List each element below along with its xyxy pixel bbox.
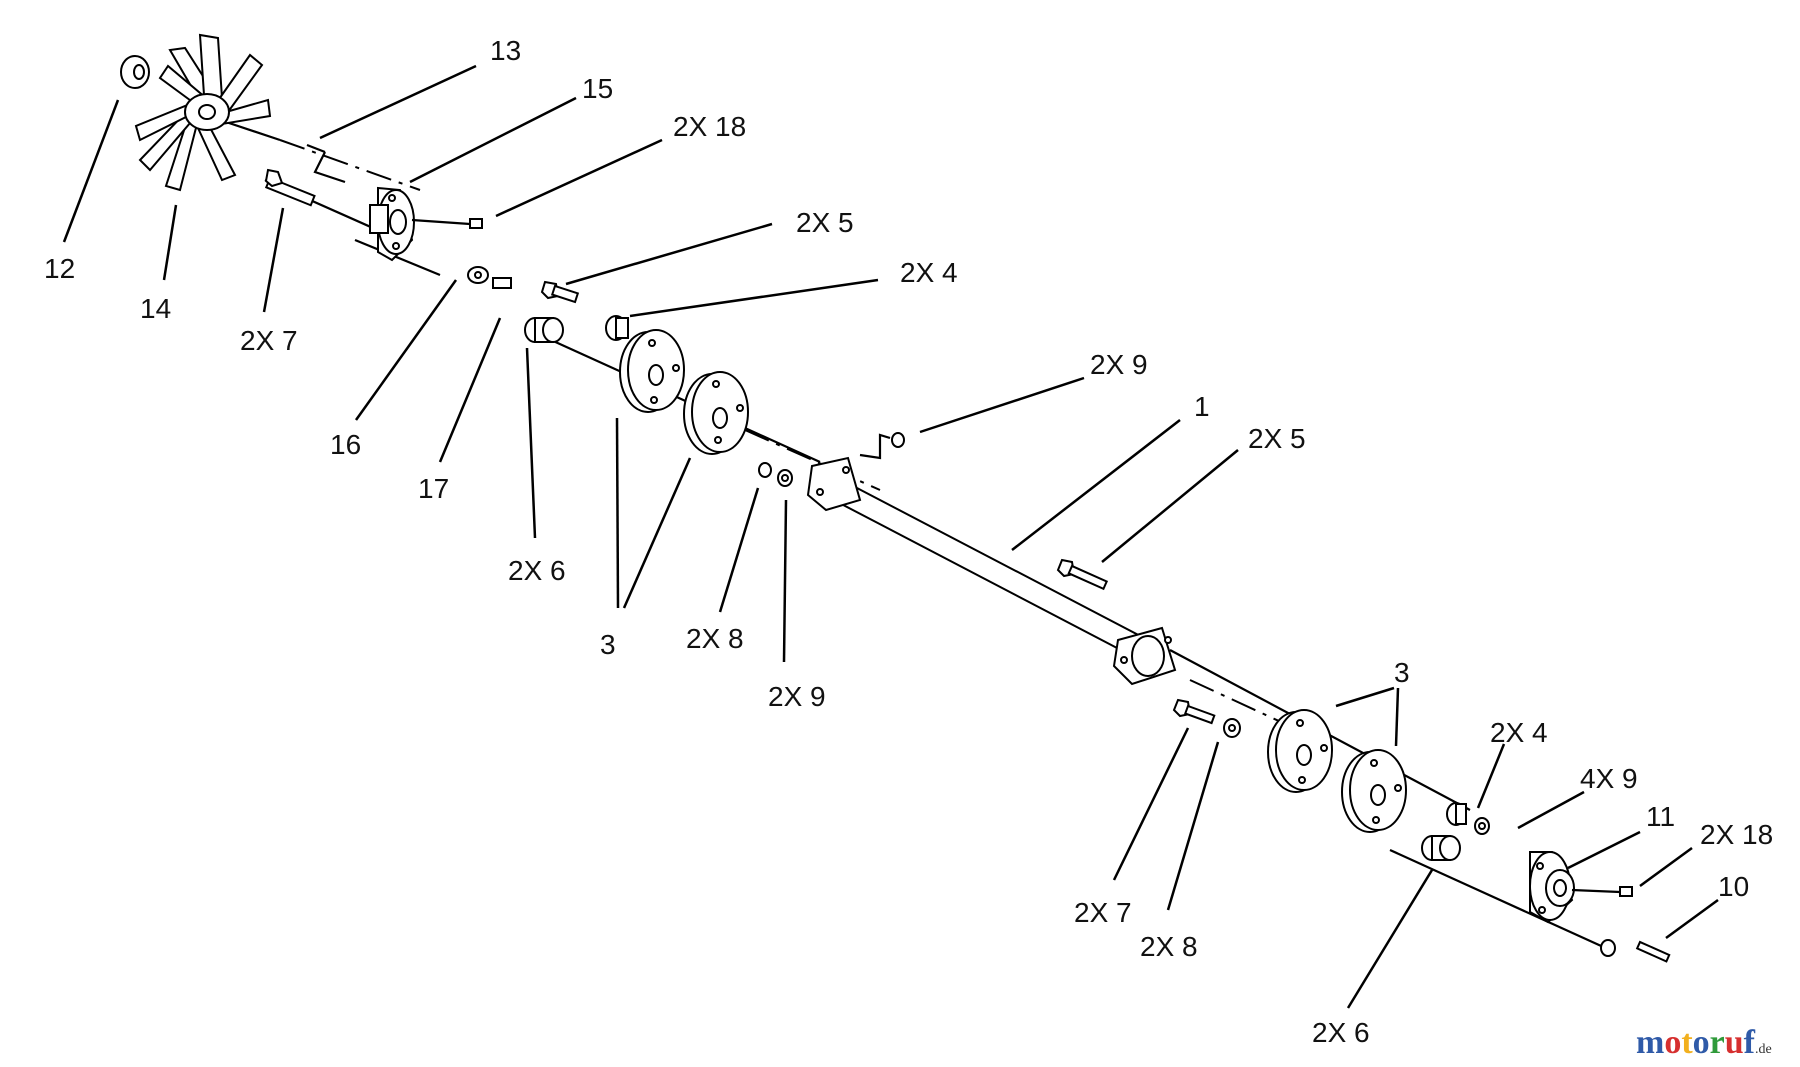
watermark-letter: o bbox=[1692, 1024, 1710, 1061]
bolt-part-17 bbox=[492, 277, 512, 289]
bolt-part-5-right bbox=[1056, 558, 1109, 591]
nut-part-4-right bbox=[1446, 802, 1467, 826]
washer-part-12 bbox=[120, 55, 150, 89]
callout-13: 13 bbox=[490, 35, 521, 66]
bolt-part-7-right bbox=[1172, 698, 1216, 725]
set-screw-part-18-left bbox=[411, 218, 483, 229]
callout-14: 14 bbox=[140, 293, 171, 324]
watermark-letter: o bbox=[1664, 1024, 1682, 1061]
hub-disc-part-3-right-a bbox=[1267, 709, 1333, 793]
callout-9-left-bottom: 2X 9 bbox=[768, 681, 826, 712]
screw-part-13 bbox=[306, 143, 346, 184]
callout-8-left: 2X 8 bbox=[686, 623, 744, 654]
washer-part-16 bbox=[467, 266, 489, 284]
bolt-part-5-left bbox=[540, 280, 580, 304]
fan-blade-assembly bbox=[134, 33, 272, 192]
watermark-letters: motoruf bbox=[1636, 1024, 1755, 1061]
callout-10: 10 bbox=[1718, 871, 1749, 902]
callout-4-left: 2X 4 bbox=[900, 257, 958, 288]
set-screw-part-9-top bbox=[859, 432, 905, 460]
callout-9-right: 4X 9 bbox=[1580, 763, 1638, 794]
nut-part-4-left bbox=[605, 315, 629, 341]
callout-labels: 13 15 2X 18 12 14 2X 7 2X 5 2X 4 16 17 2… bbox=[44, 35, 1773, 1048]
callout-6-left: 2X 6 bbox=[508, 555, 566, 586]
nut-part-9-right bbox=[1474, 817, 1490, 835]
callout-18-right: 2X 18 bbox=[1700, 819, 1773, 850]
nut-part-9-left bbox=[777, 469, 793, 487]
bearing-flange-part-15 bbox=[369, 186, 415, 262]
watermark-letter: u bbox=[1724, 1024, 1744, 1061]
nut-shaft-end bbox=[1600, 939, 1616, 957]
callout-leader-lines bbox=[62, 64, 1719, 1009]
callout-17: 17 bbox=[418, 473, 449, 504]
callout-11: 11 bbox=[1646, 801, 1675, 832]
watermark-letter: t bbox=[1681, 1024, 1693, 1061]
spacer-part-6-left bbox=[524, 317, 564, 343]
callout-3-right: 3 bbox=[1394, 657, 1410, 688]
hub-disc-part-3-right-b bbox=[1341, 749, 1407, 833]
watermark-suffix: .de bbox=[1755, 1042, 1772, 1057]
spacer-part-6-right bbox=[1421, 835, 1461, 861]
motoruf-watermark-logo: motoruf.de bbox=[1636, 1024, 1772, 1062]
callout-18-left: 2X 18 bbox=[673, 111, 746, 142]
washer-part-8-left bbox=[758, 462, 772, 478]
callout-15: 15 bbox=[582, 73, 613, 104]
watermark-letter: f bbox=[1743, 1024, 1755, 1061]
bolt-part-7-left bbox=[264, 168, 316, 207]
callout-16: 16 bbox=[330, 429, 361, 460]
bearing-flange-part-11 bbox=[1529, 851, 1575, 924]
callout-7-right: 2X 7 bbox=[1074, 897, 1132, 928]
callout-4-right: 2X 4 bbox=[1490, 717, 1548, 748]
callout-1: 1 bbox=[1194, 391, 1210, 422]
hub-disc-part-3-left-b bbox=[683, 371, 749, 455]
key-part-10 bbox=[1635, 940, 1671, 963]
set-screw-part-18-right bbox=[1571, 886, 1633, 897]
watermark-letter: r bbox=[1709, 1024, 1725, 1061]
main-shaft-part-1 bbox=[806, 456, 1177, 686]
callout-6-right: 2X 6 bbox=[1312, 1017, 1370, 1048]
watermark-letter: m bbox=[1636, 1024, 1665, 1061]
callout-9-top: 2X 9 bbox=[1090, 349, 1148, 380]
callout-3-left: 3 bbox=[600, 629, 616, 660]
callout-8-right: 2X 8 bbox=[1140, 931, 1198, 962]
hub-disc-part-3-left-a bbox=[619, 329, 685, 413]
washer-part-8-right bbox=[1223, 718, 1241, 738]
callout-7-left: 2X 7 bbox=[240, 325, 298, 356]
callout-12: 12 bbox=[44, 253, 75, 284]
callout-5-right: 2X 5 bbox=[1248, 423, 1306, 454]
callout-5-left: 2X 5 bbox=[796, 207, 854, 238]
